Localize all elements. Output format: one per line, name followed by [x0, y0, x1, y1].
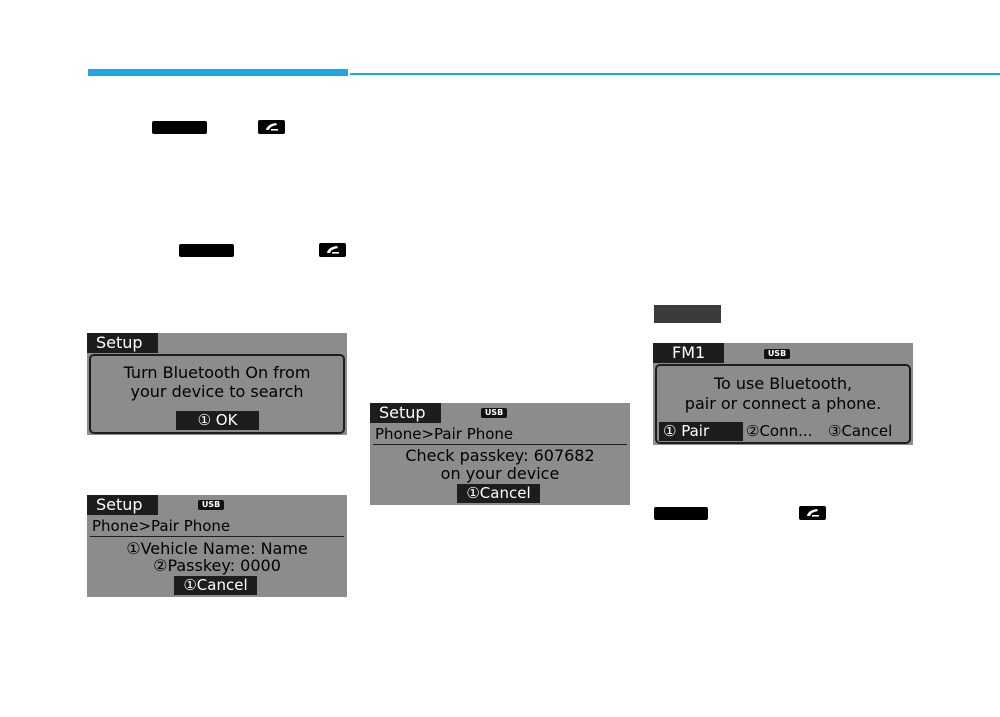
- on-device-line: on your device: [440, 464, 560, 483]
- screen-subtitle: Phone>Pair Phone: [92, 517, 231, 535]
- phone-key-icon: [258, 120, 285, 134]
- phone-key-icon: [319, 243, 346, 257]
- display-screen-check-passkey: Setup USB Phone>Pair Phone Check passkey…: [370, 403, 630, 505]
- message-line-2: pair or connect a phone.: [684, 394, 882, 413]
- passkey-line: ②Passkey: 0000: [153, 556, 281, 575]
- screen-divider: [90, 536, 344, 537]
- screen-tab-title: Setup: [87, 333, 158, 353]
- phone-key-icon: [799, 506, 826, 520]
- setup-key-button-image: [654, 305, 721, 323]
- check-passkey-line: Check passkey: 607682: [405, 446, 595, 465]
- connect-option[interactable]: ②Conn...: [746, 422, 813, 440]
- cancel-softkey[interactable]: ①Cancel: [174, 576, 257, 595]
- setup-key-button-image: [152, 121, 207, 134]
- screen-subtitle: Phone>Pair Phone: [375, 425, 514, 443]
- setup-key-button-image: [654, 507, 708, 520]
- screen-divider: [373, 444, 627, 445]
- screen-tab-title: FM1: [653, 343, 724, 363]
- ok-softkey[interactable]: ① OK: [176, 411, 259, 430]
- display-screen-pair-connect: FM1 USB To use Bluetooth, pair or connec…: [653, 343, 913, 445]
- message-line-1: Turn Bluetooth On from: [123, 363, 311, 382]
- screen-tab-title: Setup: [87, 495, 158, 515]
- screen-panel: Turn Bluetooth On from your device to se…: [89, 354, 345, 434]
- usb-indicator: USB: [198, 500, 224, 510]
- usb-indicator: USB: [481, 408, 507, 418]
- display-screen-turn-bluetooth-on: Setup Turn Bluetooth On from your device…: [87, 333, 347, 435]
- vehicle-name-line: ①Vehicle Name: Name: [126, 539, 308, 558]
- pair-softkey[interactable]: ① Pair: [659, 422, 743, 441]
- header-rule-thick: [88, 69, 348, 76]
- screen-tab-title: Setup: [370, 403, 441, 423]
- display-screen-vehicle-passkey: Setup USB Phone>Pair Phone ①Vehicle Name…: [87, 495, 347, 597]
- screen-panel: To use Bluetooth, pair or connect a phon…: [655, 364, 911, 444]
- cancel-softkey[interactable]: ①Cancel: [457, 484, 540, 503]
- message-line-1: To use Bluetooth,: [713, 374, 853, 393]
- message-line-2: your device to search: [130, 382, 304, 401]
- header-rule-thin: [350, 73, 1000, 75]
- cancel-option[interactable]: ③Cancel: [828, 422, 893, 440]
- setup-key-button-image: [179, 244, 234, 257]
- usb-indicator: USB: [764, 349, 790, 359]
